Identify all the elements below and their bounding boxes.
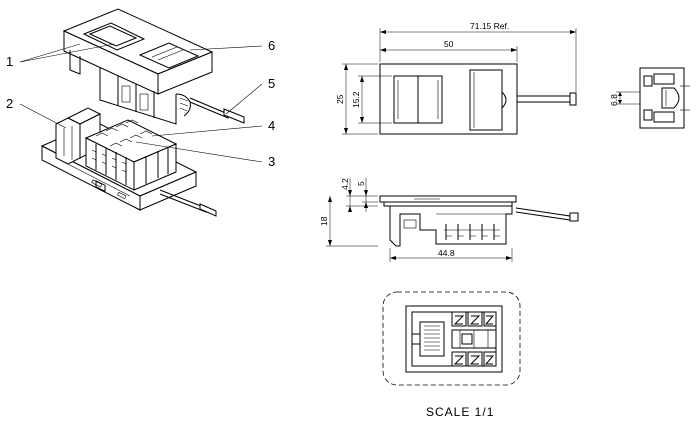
dim-overall-length: 71.15 Ref. (470, 21, 509, 31)
callout-3: 3 (268, 154, 275, 169)
dim-body-length: 50 (444, 39, 454, 49)
side-elevation: 4.2 5 18 44.8 (319, 178, 579, 262)
iso-faceplate-assembly (62, 8, 245, 125)
top-view: 71.15 Ref. 50 25 15.2 (335, 21, 577, 135)
dim-side-offset: 6.8 (609, 94, 619, 106)
end-view: 6.8 (609, 67, 690, 129)
callout-2: 2 (6, 96, 13, 111)
iso-base-assembly (40, 107, 217, 217)
bottom-view (382, 291, 521, 386)
dim-top-offset-b: 5 (356, 181, 366, 186)
dim-side-height: 18 (319, 216, 329, 226)
dim-base-length: 44.8 (438, 248, 455, 258)
callouts: 1 2 3 4 5 6 (6, 38, 275, 169)
dim-port-height: 15.2 (351, 91, 361, 108)
callout-1: 1 (6, 54, 13, 69)
dim-height: 25 (335, 94, 345, 104)
scale-label: SCALE 1/1 (426, 405, 494, 419)
callout-5: 5 (268, 76, 275, 91)
dim-top-offset-a: 4.2 (340, 178, 350, 190)
bottom-idc-contacts (451, 311, 497, 367)
callout-4: 4 (268, 118, 275, 133)
callout-6: 6 (268, 38, 275, 53)
iso-contacts (95, 180, 106, 192)
